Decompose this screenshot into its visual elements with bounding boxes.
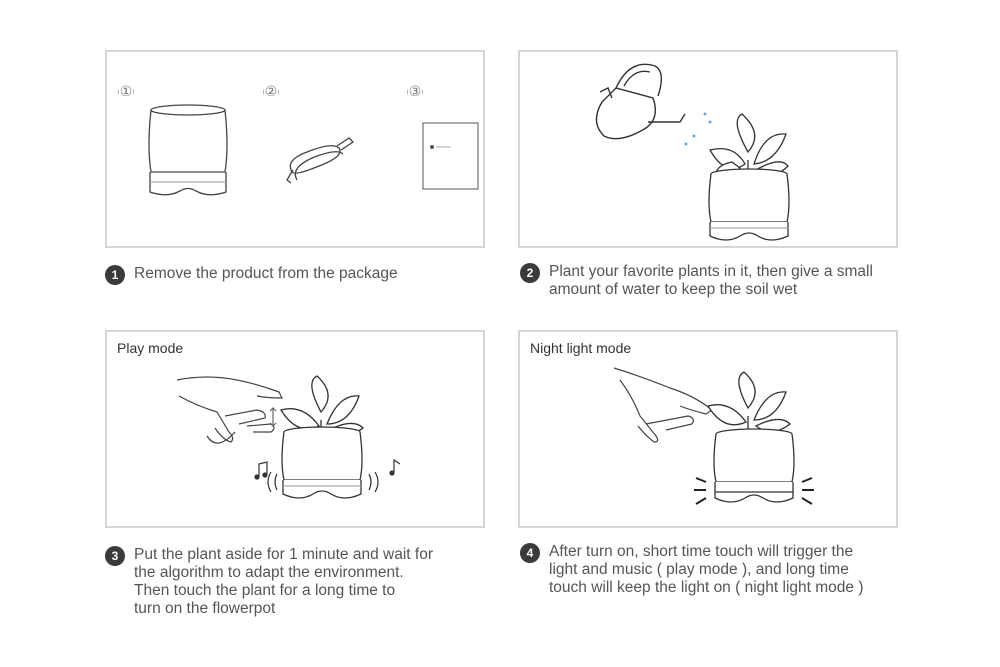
step-1-drawing xyxy=(118,84,479,196)
marker-3-label: ③ xyxy=(408,83,422,100)
night-light-mode-label: Night light mode xyxy=(530,340,632,356)
light-rays-icon xyxy=(694,477,814,505)
step-1-illustration: ① ② ③ xyxy=(105,50,485,248)
play-mode-illustration: Play mode xyxy=(105,330,485,528)
step-3-badge: 3 xyxy=(105,546,125,566)
step-2-badge: 2 xyxy=(520,263,540,283)
manual-booklet-icon xyxy=(422,122,479,190)
step-3-caption: 3 Put the plant aside for 1 minute and w… xyxy=(105,546,495,618)
step-1-badge: 1 xyxy=(105,265,125,285)
watering-can-icon xyxy=(595,63,686,140)
step-1-caption: 1 Remove the product from the package xyxy=(105,265,485,285)
marker-1-label: ① xyxy=(119,83,133,100)
play-mode-label: Play mode xyxy=(117,340,184,356)
step-2-text: Plant your favorite plants in it, then g… xyxy=(549,263,873,298)
hand-touch-icon xyxy=(176,376,283,444)
step-3-text: Put the plant aside for 1 minute and wai… xyxy=(134,546,433,617)
flowerpot-icon xyxy=(148,104,228,196)
step-1-text: Remove the product from the package xyxy=(134,265,398,282)
step-4-badge: 4 xyxy=(520,543,540,563)
step-4-caption: 4 After turn on, short time touch will t… xyxy=(520,543,940,597)
step-2-caption: 2 Plant your favorite plants in it, then… xyxy=(520,263,920,299)
potted-plant-icon xyxy=(279,375,364,499)
hand-touch-icon xyxy=(613,367,714,443)
potted-plant-icon xyxy=(708,113,790,241)
step-2-illustration xyxy=(518,50,898,248)
night-light-mode-illustration: Night light mode xyxy=(518,330,898,528)
music-note-icon xyxy=(254,458,401,493)
step-4-text: After turn on, short time touch will tri… xyxy=(549,543,864,596)
potted-plant-glow-icon xyxy=(706,371,795,503)
usb-cable-icon xyxy=(286,137,355,184)
marker-2-label: ② xyxy=(264,83,278,100)
